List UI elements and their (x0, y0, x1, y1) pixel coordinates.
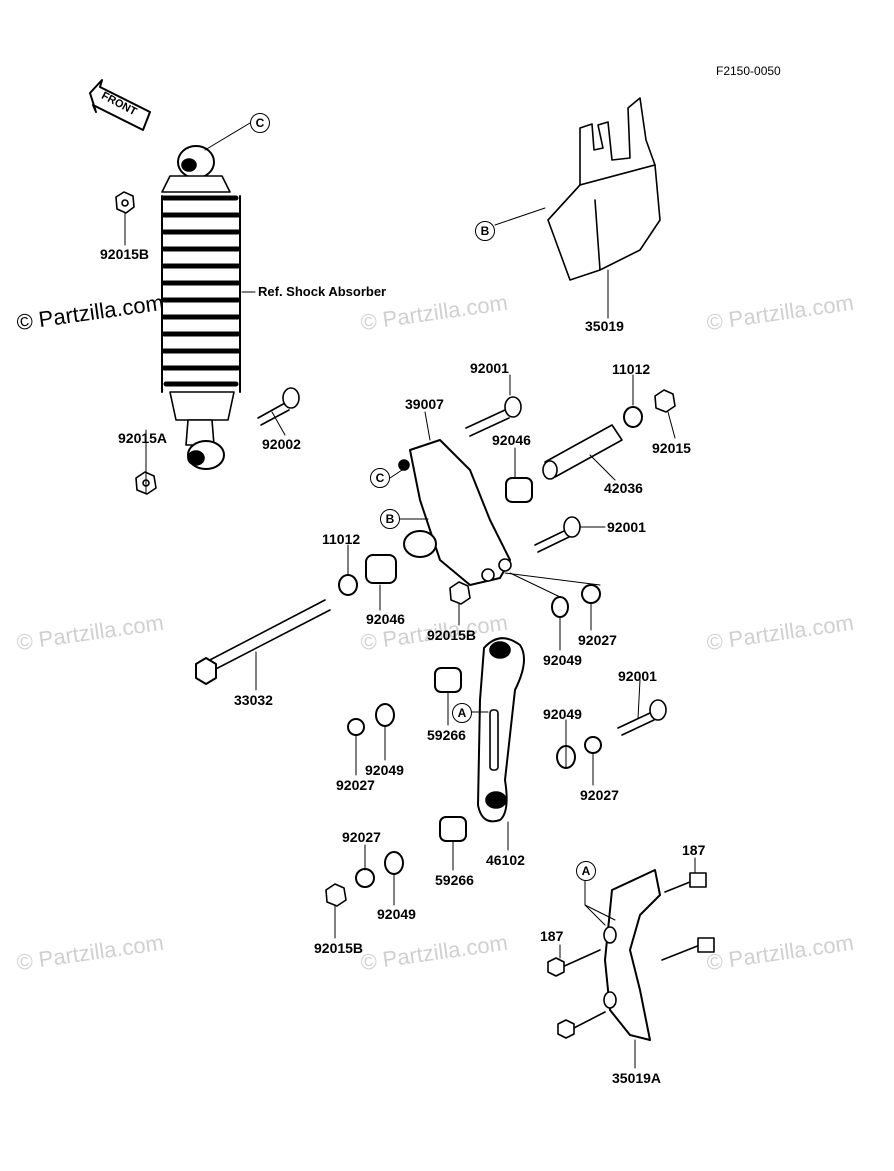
callout-b-top: B (475, 221, 495, 241)
part-label: 35019 (585, 318, 624, 334)
shaft-33032 (195, 599, 331, 685)
callout-c-top: C (250, 113, 270, 133)
part-label: 92015B (314, 940, 364, 956)
part-label: 59266 (427, 727, 466, 743)
bolt-92001-b (534, 516, 581, 553)
part-label: 92015B (100, 246, 150, 262)
rocker-arm-39007 (398, 439, 512, 586)
front-arrow-icon (89, 79, 151, 131)
part-label: 92049 (543, 706, 582, 722)
bolt-92002 (257, 387, 300, 426)
part-label: 92001 (470, 360, 509, 376)
part-label: 39007 (405, 396, 444, 412)
part-label: 33032 (234, 692, 273, 708)
callout-c-mid: C (370, 468, 390, 488)
part-label: 35019A (612, 1070, 662, 1086)
bearing-11012-a (623, 406, 643, 428)
bolt-187-d (557, 1011, 606, 1039)
part-label: 92015 (652, 440, 691, 456)
nut-92015B-bot (325, 883, 347, 907)
nut-92015B-top (115, 191, 135, 214)
part-label: 92027 (342, 829, 381, 845)
seal-92049-d (384, 851, 404, 875)
washer-92027-b (347, 718, 365, 736)
bolt-187-c (661, 937, 715, 961)
part-label: 92046 (366, 611, 405, 627)
part-label: 92002 (262, 436, 301, 452)
part-label: 11012 (612, 361, 651, 377)
bushing-92046-a (505, 477, 533, 503)
seal-92049-b (375, 703, 395, 727)
cover-35019 (547, 97, 661, 281)
part-label: 92049 (377, 906, 416, 922)
callout-b-mid: B (380, 509, 400, 529)
part-label: 187 (682, 842, 706, 858)
leader-lines (124, 122, 696, 1069)
part-label: 92027 (580, 787, 619, 803)
part-label: 187 (540, 928, 564, 944)
part-label: 92027 (578, 632, 617, 648)
part-label: 59266 (435, 872, 474, 888)
part-label: 92015A (118, 430, 168, 446)
callout-a-guard: A (576, 861, 596, 881)
part-label: 92015B (427, 627, 477, 643)
part-label: 92001 (618, 668, 657, 684)
part-label: 92027 (336, 777, 375, 793)
callout-a-link: A (452, 703, 472, 723)
washer-92027-d (355, 868, 375, 888)
collar-59266-a (434, 667, 462, 693)
bearing-11012-b (338, 574, 358, 596)
washer-92027-a (581, 584, 601, 604)
bolt-92001-c (617, 699, 667, 736)
shock-absorber (161, 145, 241, 470)
washer-92027-c (584, 736, 602, 754)
bushing-92046-b (365, 554, 397, 584)
bolt-187-b (547, 949, 601, 977)
part-label: 46102 (486, 852, 525, 868)
bolt-187-a (664, 872, 707, 893)
part-label: 92049 (365, 762, 404, 778)
ref-shock-absorber-label: Ref. Shock Absorber (258, 284, 387, 299)
part-label: 92049 (543, 652, 582, 668)
part-label: 11012 (322, 531, 361, 547)
nut-92015 (654, 389, 676, 413)
collar-59266-b (439, 816, 467, 842)
part-label: 42036 (604, 480, 643, 496)
tie-rod-46102 (477, 637, 525, 823)
part-label: 92001 (607, 519, 646, 535)
collar-42036 (542, 424, 623, 480)
figure-code: F2150-0050 (716, 64, 781, 78)
guard-35019A (603, 869, 661, 1041)
bolt-92001-a (465, 396, 522, 437)
seal-92049-a (551, 596, 569, 618)
part-label: 92046 (492, 432, 531, 448)
nut-92015B-mid (449, 581, 471, 605)
